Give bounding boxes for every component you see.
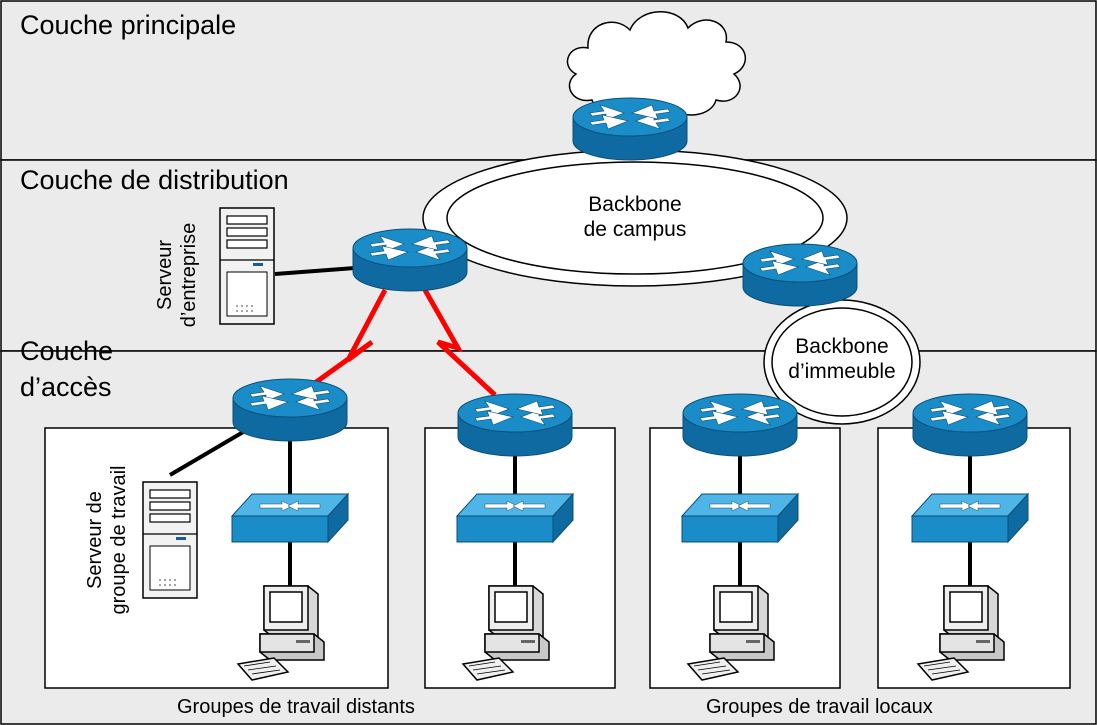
access-layer-title-line2: d’accès <box>20 372 112 402</box>
remote-workgroups-caption: Groupes de travail distants <box>177 696 415 718</box>
switch-2-icon <box>456 493 574 543</box>
distribution-router-left-icon <box>352 228 468 292</box>
building-backbone-label: Backbone d’immeuble <box>772 334 912 384</box>
wired-links <box>168 266 972 595</box>
building-backbone-ring-inner <box>771 307 913 417</box>
access-router-1-icon <box>232 378 348 442</box>
wan-link-left <box>310 288 388 388</box>
access-router-3-icon <box>682 393 798 457</box>
workgroup-server-label-line1: Serveur de <box>84 491 106 589</box>
switch-1-icon <box>231 493 349 543</box>
wan-link-right <box>422 288 497 397</box>
core-layer-band <box>0 0 1097 161</box>
campus-backbone-label-line2: de campus <box>583 218 687 242</box>
switch-4-icon <box>911 493 1029 543</box>
enterprise-server-icon <box>219 207 275 325</box>
enterprise-server-label-line1: Serveur <box>154 239 176 311</box>
workgroup-server-label-line2: groupe de travail <box>108 465 130 615</box>
campus-backbone-ring-inner <box>446 161 824 275</box>
distribution-router-right-icon <box>742 243 858 307</box>
building-backbone-label-line2: d’immeuble <box>788 360 896 384</box>
core-layer-title: Couche principale <box>20 10 237 40</box>
enterprise-server-label-line2: d’entreprise <box>178 222 200 328</box>
local-workgroups-caption: Groupes de travail locaux <box>706 696 933 718</box>
access-router-2-icon <box>457 393 573 457</box>
enterprise-server-label: Serveur d’entreprise <box>153 205 203 345</box>
workgroup-server-label: Serveur de groupe de travail <box>83 445 133 635</box>
workgroup-server-icon <box>142 481 198 599</box>
campus-backbone-label: Backbone de campus <box>555 192 715 242</box>
access-layer-title-line1: Couche <box>20 336 114 366</box>
campus-backbone-label-line1: Backbone <box>588 193 682 216</box>
access-router-4-icon <box>912 393 1028 457</box>
core-router-icon <box>572 97 688 161</box>
switch-3-icon <box>681 493 799 543</box>
workgroup-box-1 <box>44 427 389 689</box>
distribution-layer-title: Couche de distribution <box>20 165 289 195</box>
building-backbone-label-line1: Backbone <box>795 335 889 358</box>
